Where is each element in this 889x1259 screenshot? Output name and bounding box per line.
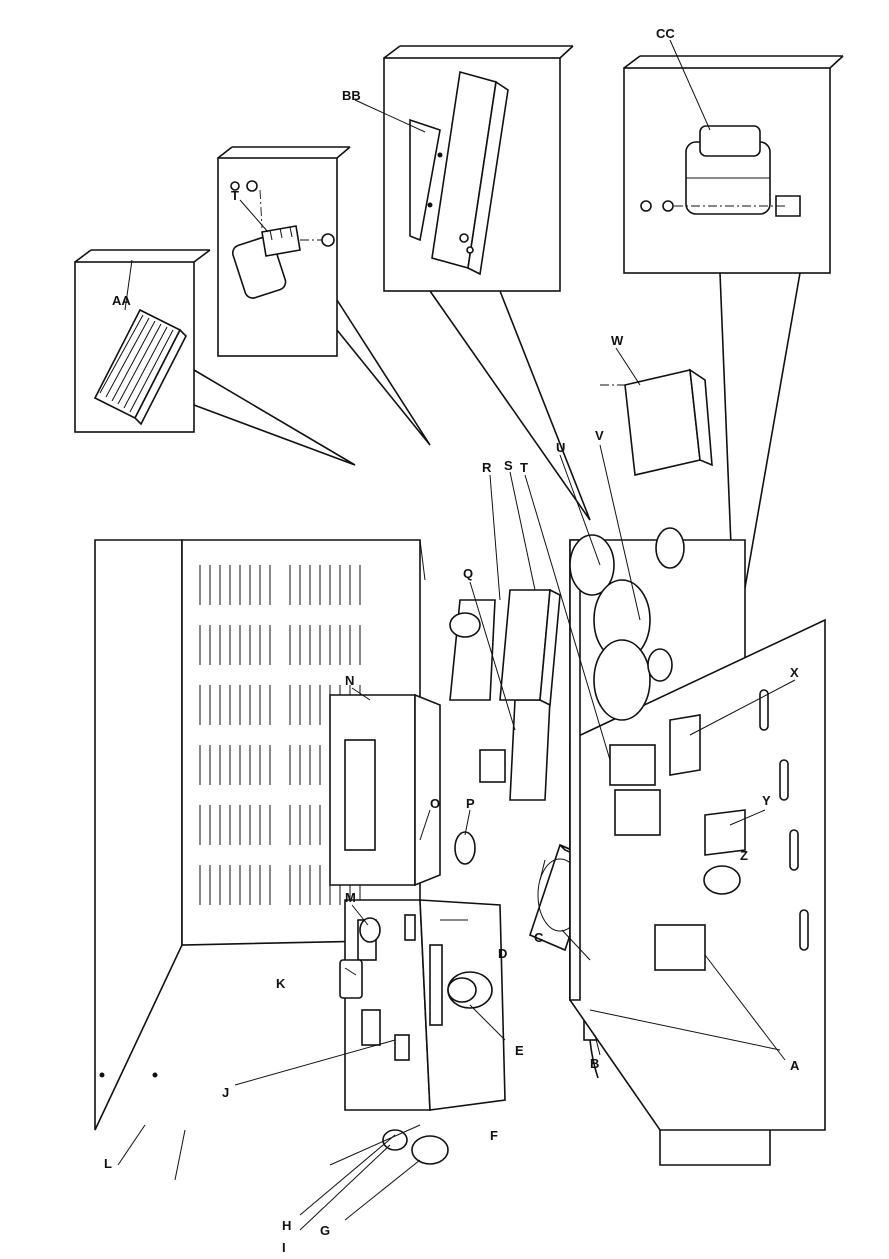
label-f: F bbox=[490, 1128, 498, 1143]
label-t: T bbox=[520, 460, 528, 475]
control-p bbox=[454, 831, 476, 865]
relay-drawing bbox=[230, 180, 335, 299]
transformer-a bbox=[654, 924, 706, 971]
label-x: X bbox=[790, 665, 799, 680]
control-m bbox=[359, 917, 381, 943]
label-d: D bbox=[498, 946, 507, 961]
label-h: H bbox=[282, 1218, 291, 1233]
relay-t-main bbox=[609, 744, 661, 836]
label-t-inset: T bbox=[231, 188, 239, 203]
part-labels: A B C D E F G H I J K L M N O P Q R S T … bbox=[104, 26, 800, 1255]
label-u: U bbox=[556, 440, 565, 455]
label-a: A bbox=[790, 1058, 800, 1073]
label-q: Q bbox=[463, 566, 473, 581]
label-l: L bbox=[104, 1156, 112, 1171]
inset-heatsink-aa bbox=[74, 249, 356, 466]
box-n bbox=[329, 693, 441, 887]
part-z bbox=[703, 865, 741, 895]
knob-h bbox=[382, 1129, 408, 1151]
label-b: B bbox=[590, 1056, 599, 1071]
label-w: W bbox=[611, 333, 624, 348]
inset-relay-t bbox=[217, 146, 431, 446]
label-g: G bbox=[320, 1223, 330, 1238]
part-y bbox=[704, 809, 746, 856]
transformer-w bbox=[600, 368, 713, 476]
label-s: S bbox=[504, 458, 513, 473]
control-k bbox=[339, 959, 363, 999]
label-aa: AA bbox=[112, 293, 131, 308]
label-r: R bbox=[482, 460, 492, 475]
label-bb: BB bbox=[342, 88, 361, 103]
chassis bbox=[569, 527, 826, 1166]
label-i: I bbox=[282, 1240, 286, 1255]
transformer-drawing bbox=[640, 125, 801, 217]
label-p: P bbox=[466, 796, 475, 811]
label-j: J bbox=[222, 1085, 229, 1100]
leader-lines bbox=[117, 39, 796, 1231]
label-cc: CC bbox=[656, 26, 675, 41]
label-c: C bbox=[534, 930, 544, 945]
heatsink-drawing bbox=[93, 308, 187, 426]
board-q bbox=[479, 699, 551, 801]
board-r bbox=[449, 599, 496, 701]
knob-e bbox=[447, 971, 493, 1009]
label-m: M bbox=[345, 890, 356, 905]
terminal-x bbox=[669, 714, 701, 776]
inset-transformer-cc bbox=[623, 55, 844, 646]
label-z: Z bbox=[740, 848, 748, 863]
label-o: O bbox=[430, 796, 440, 811]
label-y: Y bbox=[762, 793, 771, 808]
bracket-s bbox=[499, 588, 561, 707]
inset-bracket-bb bbox=[383, 45, 591, 521]
cover-vents bbox=[199, 564, 361, 906]
label-k: K bbox=[276, 976, 286, 991]
bracket-drawing bbox=[409, 70, 509, 276]
label-v: V bbox=[595, 428, 604, 443]
label-e: E bbox=[515, 1043, 524, 1058]
knob-g bbox=[411, 1135, 449, 1165]
label-n: N bbox=[345, 673, 354, 688]
